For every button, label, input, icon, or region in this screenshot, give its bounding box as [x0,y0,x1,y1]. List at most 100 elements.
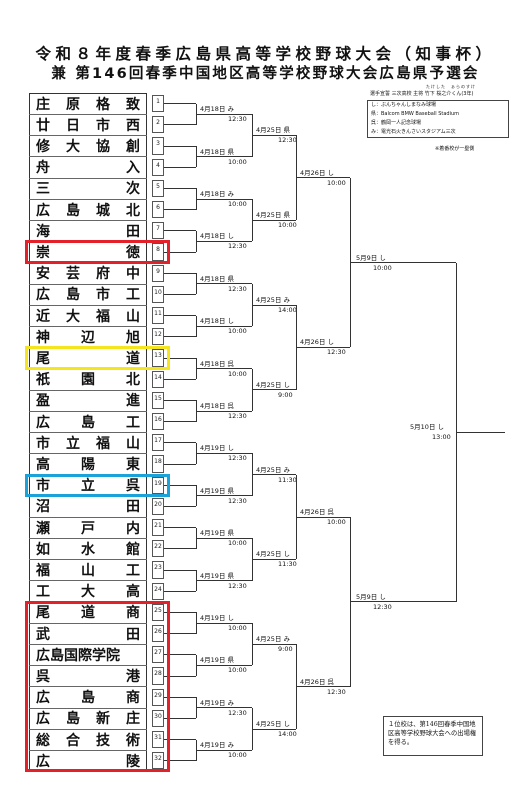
game-time: 14:00 [278,730,297,738]
game-time: 10:00 [228,751,247,760]
game-time: 12:30 [327,348,346,357]
team-name-char: 広 [36,753,50,770]
team-name: 武田 [30,624,146,643]
legend-item: み：電光石火きんさいスタジアム三次 [371,129,456,135]
game-date: 4月19日 み [200,698,234,707]
bracket-line [164,718,196,719]
seed-number: 31 [154,734,162,741]
team-name-char: 庄 [126,711,140,728]
highlight-box [25,346,170,370]
bracket-line [164,548,196,550]
team-name: 総合技術 [30,730,146,749]
team-name: 工大高 [30,582,146,601]
seed-box [152,307,164,325]
game-time: 9:00 [278,390,293,399]
game-time: 10:00 [228,157,247,166]
seed-number: 32 [154,755,162,763]
bracket-line [252,135,296,136]
bracket-line [164,612,196,613]
team-name-char: 創 [126,138,140,155]
game-date: 4月25日 県 [256,126,290,135]
game-time: 10:00 [228,327,247,336]
game-time: 10:00 [228,200,247,208]
bracket-line [164,166,196,168]
team-name: 盈進 [30,391,146,410]
bracket-line [164,569,196,571]
team-name-char: 瀬 [36,520,50,537]
seed-number: 15 [154,394,162,402]
team-name-char: 館 [126,541,140,558]
game-time: 12:30 [228,454,247,463]
bracket-line [196,198,252,200]
team-name-char: 海 [36,223,50,240]
bracket-line [252,643,296,645]
seed-box [152,519,164,537]
team-name: 尾道商 [30,603,146,622]
team-name-char: 北 [126,372,140,389]
team-name: 崇徳 [30,242,146,261]
team-row-divider [29,559,147,560]
team-row-divider [29,389,147,391]
seed-box [152,709,164,727]
team-name: 廿日市西 [30,115,146,134]
legend-item: 呉：鶴岡一人記念球場 [371,120,422,126]
seed-number: 8 [156,246,160,254]
seed-number: 30 [154,712,162,720]
team-name: 市立呉 [30,476,146,495]
seed-number: 11 [154,310,162,317]
team-name-char: 田 [126,223,140,240]
bracket-line [164,103,196,105]
bracket-line [252,728,296,730]
game-date: 4月26日 呉 [300,508,334,516]
game-date: 4月18日 し [200,317,234,326]
highlight-box [25,600,170,773]
team-name: 三次 [30,179,146,198]
seed-box [152,625,164,643]
highlight-box [25,473,170,497]
team-name-char: 格 [96,96,110,113]
bracket-line [164,272,196,274]
team-name-char: 近 [36,308,50,325]
bracket-line [252,559,296,560]
game-date: 4月26日 し [300,338,334,347]
team-name-char: 立 [66,435,80,452]
team-name-char: 水 [81,541,95,558]
team-row-divider [29,325,147,327]
title-line1: 令和８年度春季広島県高等学校野球大会（知事杯） [35,45,496,63]
seed-number: 6 [156,204,160,211]
team-name-char: 呉 [126,478,140,495]
bracket-line [196,113,252,115]
team-name-char: 立 [81,478,95,495]
team-row-divider [29,643,147,645]
team-name-char: 如 [36,541,50,558]
seed-number: 3 [156,140,160,148]
bracket-line [164,675,196,677]
game-date: 4月18日 県 [200,147,234,156]
team-name-char: 城 [96,202,110,219]
seed-number: 27 [154,649,162,657]
team-name-char: 安 [36,266,50,283]
team-row-divider [29,410,147,412]
team-name-char: 新 [96,711,110,728]
team-name-char: 芸 [66,266,80,283]
team-name-char: 工 [126,562,140,579]
seed-box [152,243,164,261]
bracket-line [196,749,252,751]
seed-box [152,285,164,303]
seed-number: 9 [156,267,160,275]
game-time: 10:00 [327,178,346,187]
team-name: 広島工 [30,412,146,431]
seed-number: 21 [154,522,162,529]
team-name: 広島新庄 [30,709,146,728]
bracket-line [164,294,196,295]
team-name-char: 舟 [36,160,50,177]
seed-box [152,476,164,494]
team-name-char: 大 [81,584,95,601]
seed-box [152,116,164,134]
game-time: 12:30 [228,242,247,251]
game-time: 12:30 [228,496,247,505]
bracket-line [196,495,252,497]
seed-number: 18 [154,458,162,466]
team-row-divider [29,219,147,221]
team-name-char: 旭 [126,329,140,346]
